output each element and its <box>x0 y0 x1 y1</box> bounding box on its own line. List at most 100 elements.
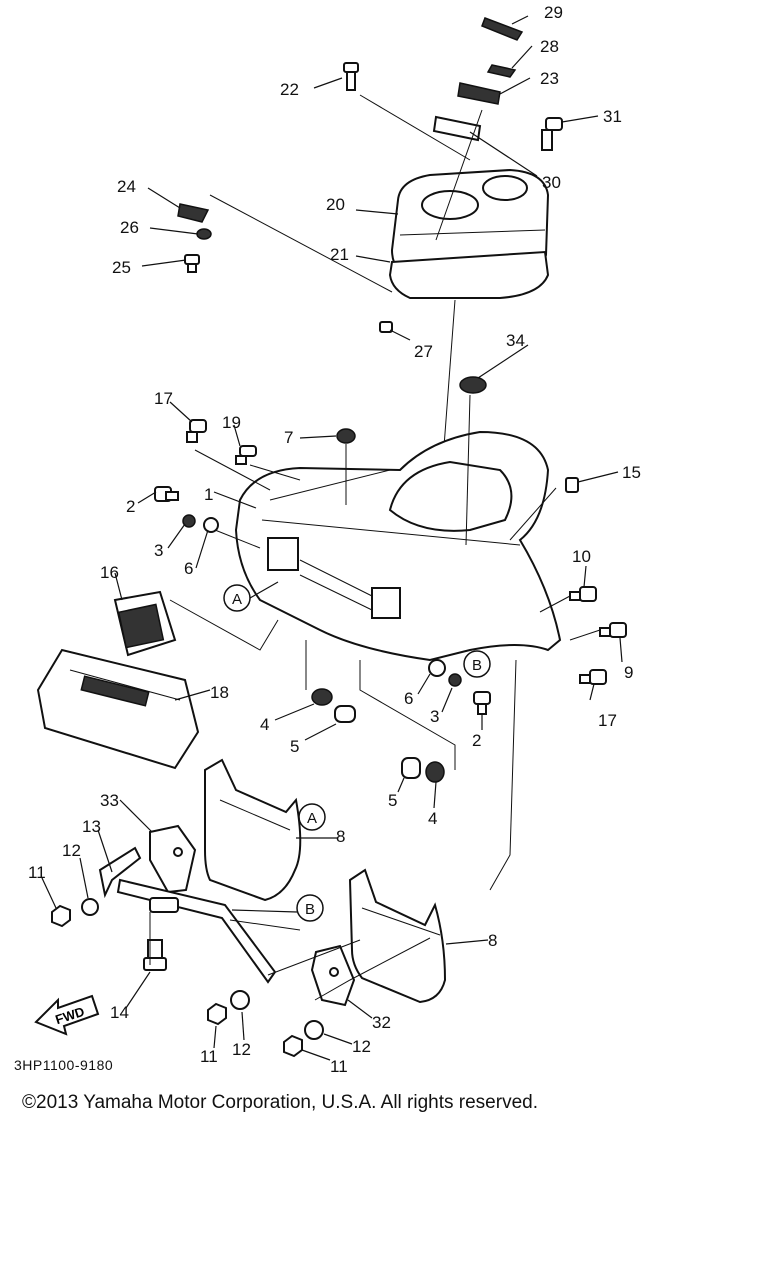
marker-a-upper: A <box>223 581 279 612</box>
clip-28 <box>486 64 517 78</box>
callout-34: 34 <box>506 331 525 350</box>
bracket-32 <box>310 944 356 1007</box>
callout-25: 25 <box>112 258 131 277</box>
bolt-14 <box>143 939 167 971</box>
headlight-16 <box>113 590 177 657</box>
callout-30: 30 <box>542 173 561 192</box>
callout-17-lower: 17 <box>598 711 617 730</box>
callout-3-right: 3 <box>430 707 439 726</box>
nut-11-right <box>283 1034 303 1058</box>
diagram-code: 3HP1100-9180 <box>14 1057 114 1073</box>
callout-33: 33 <box>100 791 119 810</box>
copyright-notice: ©2013 Yamaha Motor Corporation, U.S.A. A… <box>22 1092 538 1113</box>
callout-12-center: 12 <box>232 1040 251 1059</box>
callout-2-left: 2 <box>126 497 135 516</box>
bolt-2-left <box>154 486 179 502</box>
bolt-17-lower <box>579 669 607 685</box>
callout-15: 15 <box>622 463 641 482</box>
callout-22: 22 <box>280 80 299 99</box>
gasket-21 <box>388 250 550 299</box>
callout-29: 29 <box>544 3 563 22</box>
callout-12-right: 12 <box>352 1037 371 1056</box>
clip-24 <box>177 203 210 223</box>
svg-text:B: B <box>305 901 315 918</box>
callout-8-right: 8 <box>488 931 497 950</box>
callout-13: 13 <box>82 817 101 836</box>
collar-5-right <box>401 757 421 779</box>
bolt-31 <box>541 117 563 151</box>
callout-23: 23 <box>540 69 559 88</box>
svg-text:A: A <box>232 591 242 608</box>
callout-4-left: 4 <box>260 715 269 734</box>
grommet-26 <box>196 228 212 240</box>
callout-4-right: 4 <box>428 809 437 828</box>
callout-11-left: 11 <box>28 863 46 882</box>
callout-19: 19 <box>222 413 241 432</box>
bolt-22 <box>343 62 359 91</box>
callout-6-left: 6 <box>184 559 193 578</box>
callout-10: 10 <box>572 547 591 566</box>
grommet-7 <box>336 428 356 444</box>
bolt-9 <box>599 622 627 638</box>
callout-2-right: 2 <box>472 731 481 750</box>
rod-assembly <box>116 878 277 984</box>
callout-8-left: 8 <box>336 827 345 846</box>
callout-9: 9 <box>624 663 633 682</box>
bolt-15 <box>565 477 579 493</box>
washer-12-right <box>304 1020 324 1040</box>
callout-32: 32 <box>372 1013 391 1032</box>
stay-13 <box>98 846 142 899</box>
callout-17-upper: 17 <box>154 389 173 408</box>
callout-26: 26 <box>120 218 139 237</box>
bracket-23 <box>457 82 501 105</box>
svg-text:B: B <box>472 657 482 674</box>
bolt-17-upper <box>186 419 207 443</box>
washer-12-center <box>230 990 250 1010</box>
callout-1: 1 <box>204 485 213 504</box>
callout-20: 20 <box>326 195 345 214</box>
washer-3-right <box>448 673 462 687</box>
nut-11-center <box>207 1002 227 1026</box>
forward-direction-arrow: FWD <box>34 994 100 1036</box>
grommet-4-right <box>425 761 445 783</box>
nut-11-left <box>51 904 71 928</box>
callout-11-center: 11 <box>200 1047 218 1066</box>
bolt-10 <box>569 586 597 602</box>
callout-21: 21 <box>330 245 349 264</box>
callout-3-left: 3 <box>154 541 163 560</box>
screw-27 <box>379 321 393 333</box>
marker-b-lower: B <box>231 894 324 922</box>
collar-5-left <box>334 705 356 723</box>
callout-14: 14 <box>110 1003 129 1022</box>
bolt-2-right <box>473 691 491 715</box>
callout-18: 18 <box>210 683 229 702</box>
exploded-parts-diagram: A B A B <box>28 3 641 1076</box>
mud-flap-8-left <box>204 758 302 902</box>
plate-30 <box>432 115 482 142</box>
front-panel-18 <box>36 648 200 770</box>
callout-labels: 29 28 23 22 31 30 24 20 26 25 21 27 34 1… <box>28 3 641 1076</box>
callout-5-right: 5 <box>388 791 397 810</box>
front-fender-1 <box>234 430 562 662</box>
callout-31: 31 <box>603 107 622 126</box>
marker-b-upper: B <box>463 650 491 678</box>
callout-7: 7 <box>284 428 293 447</box>
collar-6-right <box>428 659 446 677</box>
callout-5-left: 5 <box>290 737 299 756</box>
svg-text:A: A <box>307 810 317 827</box>
callout-12-left: 12 <box>62 841 81 860</box>
bracket-33 <box>149 824 197 894</box>
bolt-19 <box>235 445 257 465</box>
washer-3-left <box>182 514 196 528</box>
callout-11-right: 11 <box>330 1057 348 1076</box>
callout-27: 27 <box>414 342 433 361</box>
collar-6-left <box>203 517 219 533</box>
meter-plate-29 <box>481 17 524 41</box>
callout-6-right: 6 <box>404 689 413 708</box>
callout-28: 28 <box>540 37 559 56</box>
callout-24: 24 <box>117 177 136 196</box>
grommet-4-left <box>311 688 333 706</box>
mud-flap-8-right <box>348 868 447 1004</box>
washer-12-left <box>81 898 99 916</box>
screw-25 <box>184 254 200 273</box>
